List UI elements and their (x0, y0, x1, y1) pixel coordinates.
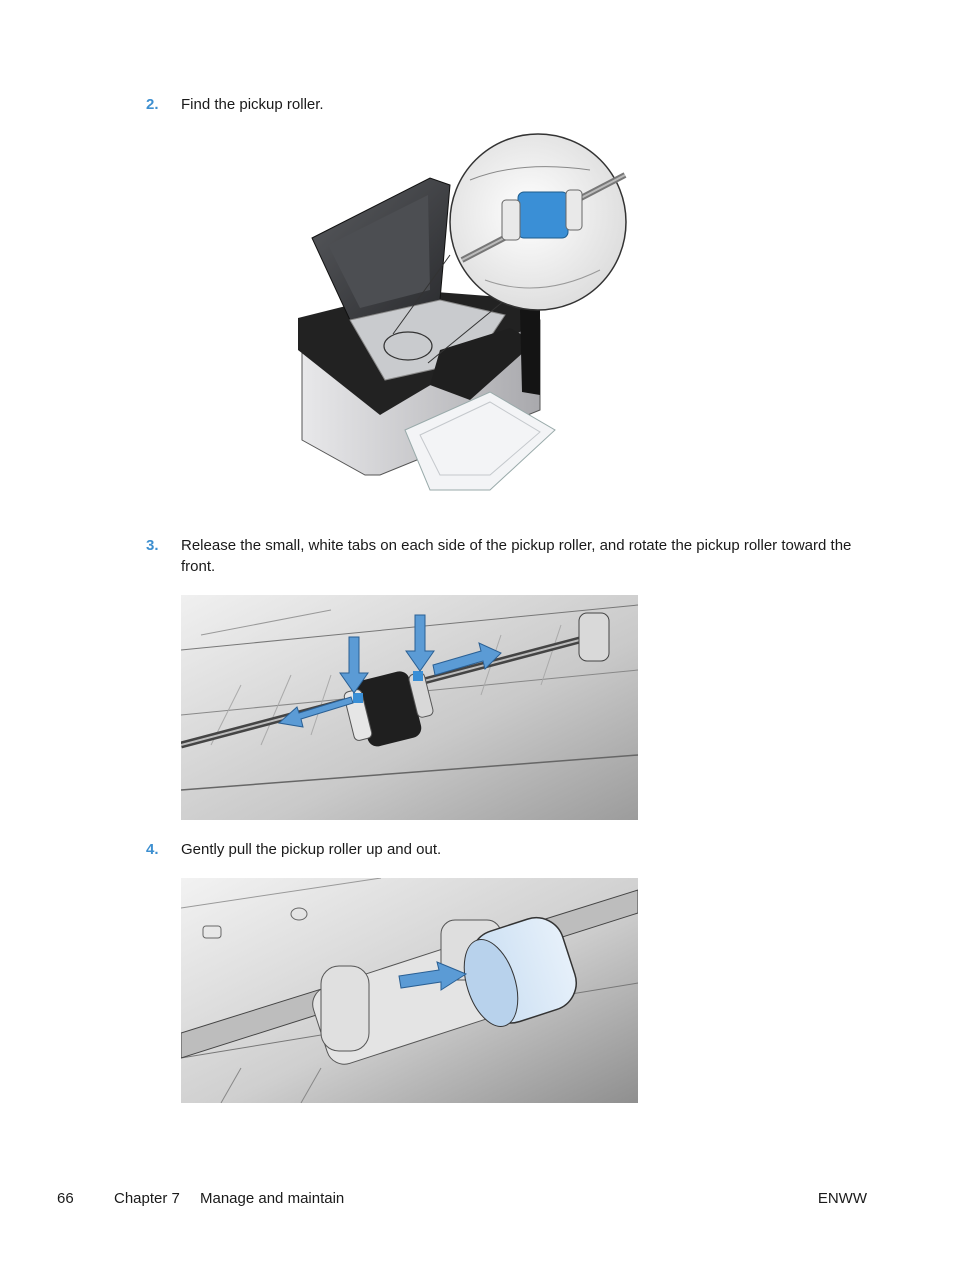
step-text: Release the small, white tabs on each si… (181, 537, 852, 575)
page-number: 66 (57, 1190, 74, 1207)
locale-label: ENWW (817, 1190, 867, 1207)
step-text: Gently pull the pickup roller up and out… (181, 841, 442, 858)
step-number: 2. (146, 96, 159, 113)
chapter-title: Manage and maintain (200, 1190, 345, 1207)
chapter-label: Chapter 7 (114, 1190, 180, 1207)
remove-roller-illustration (181, 878, 638, 1103)
printer-illustration (298, 133, 627, 491)
step-text: Find the pickup roller. (181, 96, 324, 113)
step-number: 3. (146, 537, 159, 554)
step-number: 4. (146, 841, 159, 858)
release-tabs-illustration (181, 595, 638, 820)
